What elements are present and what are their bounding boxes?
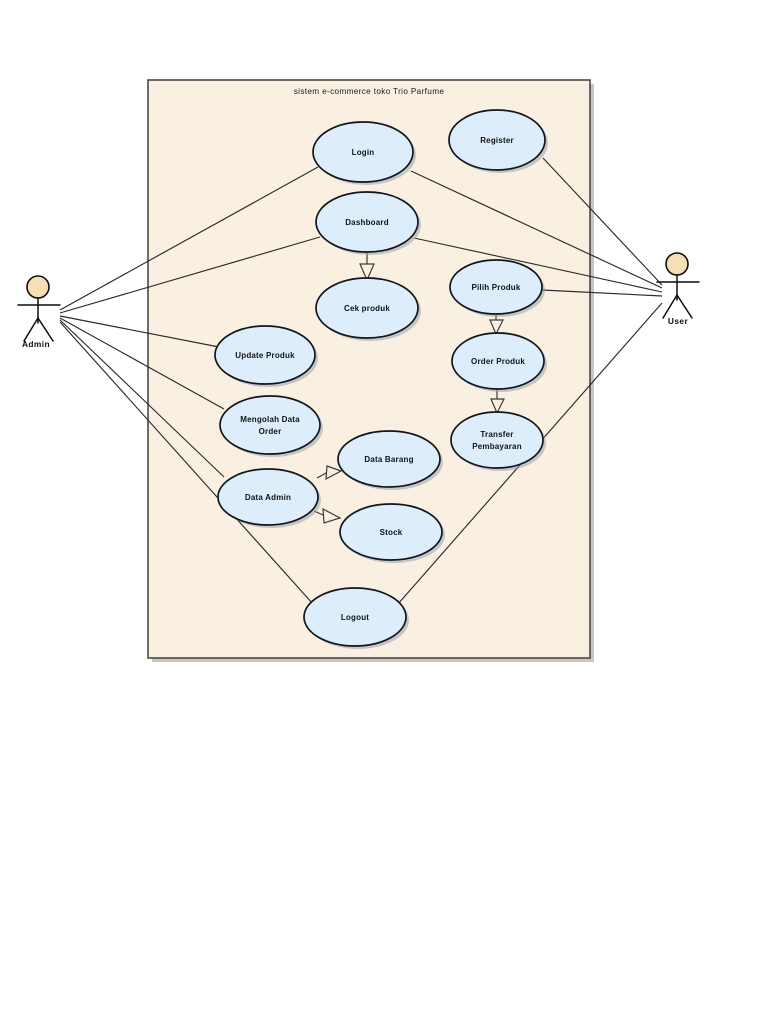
use-case-data-barang[interactable]: Data Barang	[337, 430, 443, 490]
use-case-register[interactable]: Register	[448, 109, 548, 173]
use-case-data-admin[interactable]: Data Admin	[217, 468, 321, 528]
gen-arrowhead-stock	[322, 507, 342, 524]
use-case-order-produk[interactable]: Order Produk	[451, 332, 547, 392]
use-case-data-admin-ellipse[interactable]	[217, 468, 319, 526]
assoc-user-register	[542, 157, 663, 286]
assoc-user-login	[410, 170, 663, 289]
use-case-pilih-produk[interactable]: Pilih Produk	[449, 259, 545, 317]
use-case-stock-label: Stock	[380, 528, 403, 537]
gen-arrowhead-order-produk	[489, 319, 504, 336]
actor-user-label: User	[668, 316, 689, 326]
actor-user-leg-left	[662, 294, 678, 319]
use-case-pilih-produk-label: Pilih Produk	[471, 283, 520, 292]
use-case-pilih-produk-ellipse[interactable]	[449, 259, 543, 315]
actor-admin-leg-right	[37, 317, 54, 342]
use-case-mengolah-data-order-ellipse[interactable]	[219, 395, 321, 455]
use-case-dashboard-ellipse[interactable]	[315, 191, 419, 253]
use-case-data-barang-ellipse[interactable]	[337, 430, 441, 488]
use-case-dashboard[interactable]: Dashboard	[315, 191, 421, 255]
assoc-admin-data-admin	[59, 319, 225, 478]
use-case-cek-produk[interactable]: Cek produk	[315, 277, 421, 341]
gen-arrowhead-data-barang	[325, 465, 343, 481]
use-case-update-produk-label: Update Produk	[235, 351, 295, 360]
assoc-user-pilih-produk	[541, 289, 663, 297]
use-case-stock-ellipse[interactable]	[339, 503, 443, 561]
use-case-data-barang-label: Data Barang	[364, 455, 413, 464]
assoc-admin-login	[59, 166, 319, 311]
use-case-register-ellipse[interactable]	[448, 109, 546, 171]
use-case-register-label: Register	[480, 136, 514, 145]
use-case-mengolah-data-order[interactable]: Mengolah Data Order	[219, 395, 323, 457]
actor-user[interactable]: User	[656, 252, 700, 326]
use-case-transfer-pembayaran-label-line1: Transfer	[480, 430, 513, 439]
gen-arrowhead-cek-produk	[359, 263, 375, 282]
actor-admin-label: Admin	[22, 339, 50, 349]
system-title: sistem e-commerce toko Trio Parfume	[294, 87, 445, 96]
assoc-admin-update-produk	[59, 315, 220, 348]
use-case-transfer-pembayaran[interactable]: Transfer Pembayaran	[450, 411, 546, 471]
use-case-data-admin-label: Data Admin	[245, 493, 291, 502]
assoc-admin-mengolah-data-order	[59, 317, 225, 410]
use-case-mengolah-data-order-label-line1: Mengolah Data	[240, 415, 300, 424]
use-case-update-produk[interactable]: Update Produk	[214, 325, 318, 387]
actor-user-head-icon	[665, 252, 689, 276]
actor-admin-leg-left	[23, 317, 39, 342]
gen-line-data-admin-data-barang	[316, 472, 327, 479]
use-case-login[interactable]: Login	[312, 121, 416, 185]
use-case-transfer-pembayaran-ellipse[interactable]	[450, 411, 544, 469]
use-case-logout-label: Logout	[341, 613, 369, 622]
gen-arrowhead-transfer-pembayaran	[490, 398, 505, 415]
assoc-user-dashboard	[413, 237, 663, 293]
use-case-logout[interactable]: Logout	[303, 587, 409, 649]
assoc-admin-logout	[59, 321, 314, 605]
use-case-update-produk-ellipse[interactable]	[214, 325, 316, 385]
use-case-login-ellipse[interactable]	[312, 121, 414, 183]
actor-admin-head-icon	[26, 275, 50, 299]
assoc-admin-dashboard	[59, 236, 321, 314]
use-case-cek-produk-label: Cek produk	[344, 304, 390, 313]
use-case-transfer-pembayaran-label-line2: Pembayaran	[472, 442, 522, 451]
use-case-login-label: Login	[352, 148, 375, 157]
generalization-data-admin-to-data-barang	[316, 465, 343, 481]
association-lines-admin	[59, 166, 321, 605]
use-case-order-produk-label: Order Produk	[471, 357, 525, 366]
use-case-order-produk-ellipse[interactable]	[451, 332, 545, 390]
use-case-cek-produk-ellipse[interactable]	[315, 277, 419, 339]
use-case-stock[interactable]: Stock	[339, 503, 445, 563]
use-case-mengolah-data-order-label-line2: Order	[259, 427, 282, 436]
use-case-dashboard-label: Dashboard	[345, 218, 389, 227]
use-case-logout-ellipse[interactable]	[303, 587, 407, 647]
actor-admin[interactable]: Admin	[17, 275, 61, 349]
actor-user-leg-right	[676, 294, 693, 319]
